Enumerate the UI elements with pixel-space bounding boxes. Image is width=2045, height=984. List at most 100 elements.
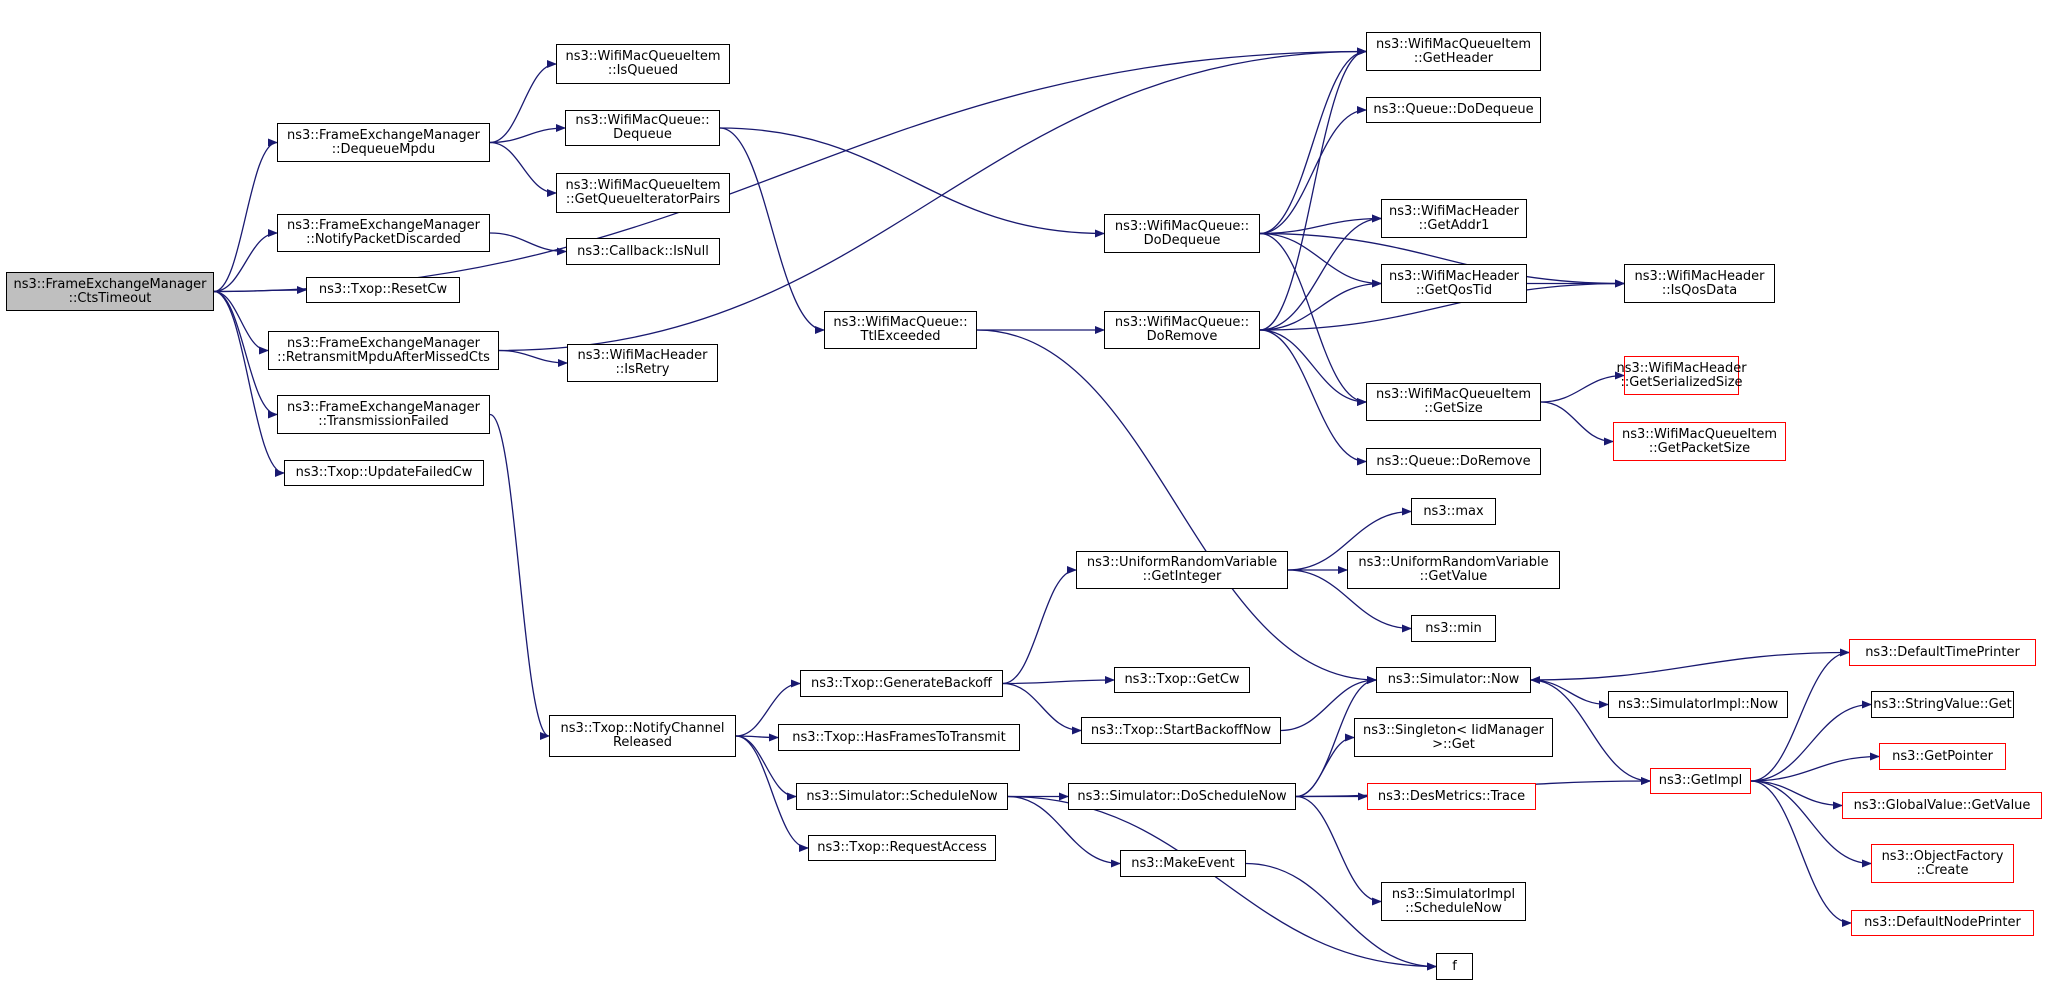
- node-label-line: ns3::FrameExchangeManager: [286, 218, 481, 233]
- node-label-line: ::ScheduleNow: [1405, 900, 1502, 916]
- function-node-is-queued[interactable]: ns3::WifiMacQueueItem::IsQueued: [556, 44, 730, 84]
- function-node-is-null[interactable]: ns3::Callback::IsNull: [566, 238, 720, 265]
- function-node-max[interactable]: ns3::max: [1411, 498, 1496, 525]
- function-node-default-time-printer[interactable]: ns3::DefaultTimePrinter: [1849, 639, 2036, 666]
- function-node-sim-impl-now[interactable]: ns3::SimulatorImpl::Now: [1608, 691, 1788, 718]
- call-edge-do-remove-wmq-to-is-qos-data: [1259, 279, 1625, 331]
- node-label-line: ::DequeueMpdu: [331, 141, 436, 157]
- function-node-notify-packet-discarded[interactable]: ns3::FrameExchangeManager::NotifyPacketD…: [277, 214, 490, 252]
- call-edge-generate-backoff-to-get-integer: [1002, 566, 1077, 685]
- node-label-line: ns3::WifiMacQueue::: [575, 113, 710, 128]
- call-edge-sim-now-to-get-impl: [1530, 679, 1651, 785]
- call-edge-do-dequeue-wmq-to-get-addr1: [1259, 214, 1382, 235]
- node-label-line: ns3::UniformRandomVariable: [1358, 555, 1549, 570]
- function-node-get-packet-size[interactable]: ns3::WifiMacQueueItem::GetPacketSize: [1613, 422, 1786, 461]
- function-node-string-value-get[interactable]: ns3::StringValue::Get: [1871, 691, 2014, 718]
- node-label-line: ns3::FrameExchangeManager: [13, 276, 207, 292]
- node-label-line: ns3::DefaultNodePrinter: [1864, 915, 2021, 930]
- function-node-generate-backoff[interactable]: ns3::Txop::GenerateBackoff: [800, 670, 1003, 697]
- node-label-line: ns3::WifiMacHeader: [1388, 203, 1520, 219]
- function-node-des-metrics-trace[interactable]: ns3::DesMetrics::Trace: [1367, 783, 1536, 810]
- function-node-global-value-get-value[interactable]: ns3::GlobalValue::GetValue: [1842, 792, 2042, 819]
- function-node-get-size[interactable]: ns3::WifiMacQueueItem::GetSize: [1366, 383, 1541, 421]
- node-label-line: ns3::WifiMacHeader: [1634, 268, 1765, 284]
- call-edge-get-size-to-get-packet-size: [1540, 401, 1614, 446]
- node-label-line: ns3::DesMetrics::Trace: [1377, 788, 1526, 804]
- node-label-line: ::GetQosTid: [1415, 282, 1493, 298]
- node-label-line: ns3::WifiMacQueue::: [833, 315, 968, 330]
- function-node-do-schedule-now[interactable]: ns3::Simulator::DoScheduleNow: [1068, 783, 1296, 810]
- function-node-get-value-urv[interactable]: ns3::UniformRandomVariable::GetValue: [1347, 551, 1560, 589]
- function-node-ttl-exceeded[interactable]: ns3::WifiMacQueue::TtlExceeded: [824, 311, 977, 349]
- call-edge-wmqdequeue-to-ttl-exceeded: [719, 127, 825, 334]
- call-edge-schedule-now-to-make-event: [1007, 795, 1121, 868]
- node-label-line: ns3::StringValue::Get: [1873, 696, 2012, 712]
- node-label-line: ::GetHeader: [1413, 50, 1494, 66]
- node-label-line: ::GetSize: [1424, 401, 1483, 416]
- node-label-line: ns3::GetImpl: [1658, 773, 1743, 788]
- function-node-f[interactable]: f: [1436, 953, 1473, 980]
- function-node-get-qos-tid[interactable]: ns3::WifiMacHeader::GetQosTid: [1381, 264, 1527, 303]
- function-node-queue-do-dequeue[interactable]: ns3::Queue::DoDequeue: [1366, 97, 1541, 123]
- node-label-line: ns3::SimulatorImpl: [1391, 886, 1516, 902]
- function-node-get-integer[interactable]: ns3::UniformRandomVariable::GetInteger: [1076, 551, 1288, 589]
- node-label-line: ::RetransmitMpduAfterMissedCts: [277, 349, 490, 365]
- node-label-line: ns3::Txop::RequestAccess: [817, 840, 987, 855]
- function-node-has-frames-to-transmit[interactable]: ns3::Txop::HasFramesToTransmit: [778, 724, 1020, 751]
- call-edge-retransmit-mpdu-to-get-header: [498, 47, 1367, 352]
- function-node-retransmit-mpdu[interactable]: ns3::FrameExchangeManager::RetransmitMpd…: [268, 331, 499, 370]
- function-node-get-addr1[interactable]: ns3::WifiMacHeader::GetAddr1: [1381, 199, 1527, 238]
- function-node-object-factory-create[interactable]: ns3::ObjectFactory::Create: [1871, 844, 2014, 883]
- call-edge-do-dequeue-wmq-to-get-qos-tid: [1259, 232, 1382, 288]
- function-node-do-dequeue-wmq[interactable]: ns3::WifiMacQueue::DoDequeue: [1104, 214, 1260, 253]
- function-node-make-event[interactable]: ns3::MakeEvent: [1120, 850, 1246, 877]
- function-node-get-pointer[interactable]: ns3::GetPointer: [1879, 743, 2006, 770]
- function-node-transmission-failed[interactable]: ns3::FrameExchangeManager::TransmissionF…: [277, 395, 490, 434]
- call-edge-transmission-failed-to-notify-channel-released: [489, 413, 550, 740]
- node-label-line: ::NotifyPacketDiscarded: [306, 232, 461, 247]
- function-node-schedule-now[interactable]: ns3::Simulator::ScheduleNow: [796, 783, 1008, 810]
- node-label-line: ns3::Simulator::DoScheduleNow: [1077, 788, 1287, 804]
- function-node-dequeue-mpdu[interactable]: ns3::FrameExchangeManager::DequeueMpdu: [277, 123, 490, 162]
- call-edge-get-impl-to-object-factory-create: [1750, 780, 1872, 868]
- node-label-line: ::CtsTimeout: [68, 290, 152, 306]
- function-node-wmqdequeue[interactable]: ns3::WifiMacQueue::Dequeue: [565, 110, 720, 146]
- node-label-line: ns3::FrameExchangeManager: [286, 335, 481, 351]
- function-node-reset-cw[interactable]: ns3::Txop::ResetCw: [306, 277, 460, 303]
- node-label-line: ::TransmissionFailed: [318, 413, 449, 429]
- node-label-line: ns3::Txop::HasFramesToTransmit: [792, 729, 1006, 745]
- function-node-update-failed-cw[interactable]: ns3::Txop::UpdateFailedCw: [284, 460, 484, 486]
- call-edge-get-impl-to-default-node-printer: [1750, 780, 1852, 927]
- function-node-get-queue-iterator-pairs[interactable]: ns3::WifiMacQueueItem::GetQueueIteratorP…: [556, 173, 730, 213]
- function-node-is-qos-data[interactable]: ns3::WifiMacHeader::IsQosData: [1624, 264, 1775, 303]
- function-node-do-remove-wmq[interactable]: ns3::WifiMacQueue::DoRemove: [1104, 311, 1260, 349]
- function-node-get-cw[interactable]: ns3::Txop::GetCw: [1114, 667, 1250, 693]
- call-edge-dequeue-mpdu-to-get-queue-iterator-pairs: [489, 141, 557, 197]
- node-label-line: ns3::WifiMacQueueItem: [565, 49, 721, 64]
- function-node-is-retry[interactable]: ns3::WifiMacHeader::IsRetry: [567, 344, 718, 382]
- node-label-line: ns3::ObjectFactory: [1881, 848, 2004, 864]
- function-node-min[interactable]: ns3::min: [1411, 615, 1496, 642]
- function-node-get-header[interactable]: ns3::WifiMacQueueItem::GetHeader: [1366, 32, 1541, 71]
- function-node-get-serialized-size[interactable]: ns3::WifiMacHeader::GetSerializedSize: [1616, 356, 1747, 395]
- node-label-line: ns3::Simulator::Now: [1387, 672, 1520, 687]
- node-label-line: ::Create: [1916, 862, 1969, 878]
- node-label-line: >::Get: [1432, 736, 1475, 752]
- function-node-default-node-printer[interactable]: ns3::DefaultNodePrinter: [1851, 910, 2034, 936]
- node-label-line: ns3::Txop::NotifyChannel: [560, 721, 725, 736]
- function-node-request-access[interactable]: ns3::Txop::RequestAccess: [808, 835, 996, 861]
- node-label-line: f: [1452, 958, 1457, 974]
- call-edge-get-size-to-get-serialized-size: [1540, 371, 1625, 403]
- function-node-singleton-get[interactable]: ns3::Singleton< IidManager >::Get: [1354, 718, 1553, 757]
- function-node-sim-impl-schedule-now[interactable]: ns3::SimulatorImpl::ScheduleNow: [1381, 882, 1526, 921]
- node-label-line: ns3::Txop::GenerateBackoff: [811, 675, 992, 691]
- call-edge-generate-backoff-to-get-cw: [1002, 676, 1115, 685]
- call-edge-root-to-update-failed-cw: [213, 290, 285, 477]
- function-node-start-backoff-now[interactable]: ns3::Txop::StartBackoffNow: [1081, 717, 1281, 744]
- function-node-get-impl[interactable]: ns3::GetImpl: [1650, 768, 1751, 794]
- function-node-sim-now[interactable]: ns3::Simulator::Now: [1376, 667, 1531, 693]
- function-node-queue-do-remove[interactable]: ns3::Queue::DoRemove: [1366, 448, 1541, 475]
- node-label-line: ns3::Simulator::ScheduleNow: [806, 788, 998, 804]
